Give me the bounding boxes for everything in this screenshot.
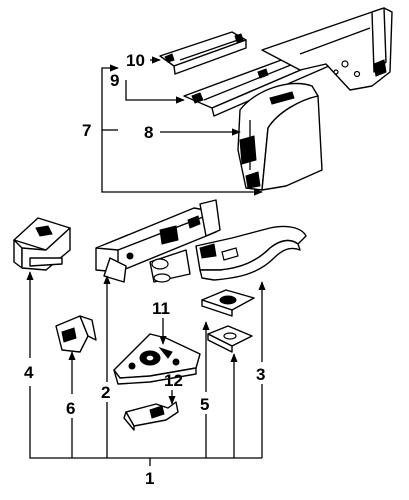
part-6-small-bracket (55, 315, 97, 353)
part-8-wheelhouse (237, 82, 323, 191)
callout-9: 9 (110, 71, 119, 90)
callout-1: 1 (145, 469, 154, 488)
part-5-lower-plate (207, 325, 253, 353)
part-5-upper-plate (201, 289, 255, 317)
part-12-clip (123, 401, 179, 431)
callout-2: 2 (101, 383, 110, 402)
part-3-wheel-apron (195, 225, 307, 281)
callout-8: 8 (144, 123, 153, 142)
callout-4: 4 (24, 363, 34, 382)
callout-5: 5 (200, 395, 209, 414)
callout-3: 3 (256, 365, 265, 384)
part-4-support-bracket (13, 217, 71, 271)
callout-labels: 10 9 7 8 11 4 2 12 5 6 3 1 (24, 51, 265, 488)
callout-6: 6 (66, 399, 75, 418)
callout-10: 10 (126, 51, 145, 70)
callout-12: 12 (164, 371, 183, 390)
leader-lines (26, 56, 266, 466)
part-11-gusset (113, 333, 201, 385)
part-2-side-member (95, 199, 221, 283)
callout-7: 7 (82, 121, 91, 140)
part-10-reinforcement (159, 31, 247, 75)
callout-11: 11 (152, 299, 170, 318)
part-rear-quarter-panel (261, 7, 393, 91)
